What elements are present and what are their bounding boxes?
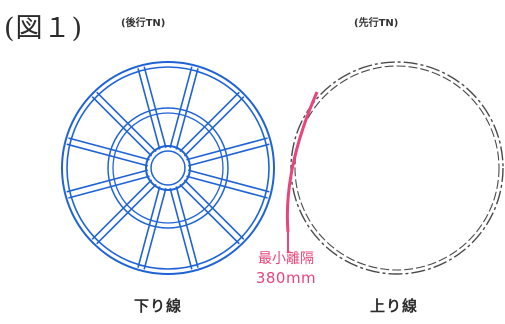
- trailing-tunnel-spoke: [66, 169, 149, 193]
- trailing-tunnel-spoke: [169, 66, 193, 149]
- leading-tunnel-label: (先行TN): [354, 18, 399, 29]
- down-line-label: 下り線: [134, 297, 183, 315]
- figure-label: (図１): [4, 13, 84, 44]
- trailing-tunnel-spoke: [137, 68, 161, 150]
- trailing-tunnel-spoke: [169, 187, 193, 270]
- leading-tunnel-segments: [290, 61, 504, 275]
- up-line-label: 上り線: [370, 297, 419, 315]
- trailing-tunnel-spoke: [66, 143, 149, 167]
- trailing-tunnel-spoke: [91, 96, 153, 157]
- min-distance-value: 380mm: [255, 269, 317, 287]
- trailing-tunnel-spokes: [66, 66, 270, 270]
- trailing-tunnel-label: (後行TN): [121, 18, 166, 29]
- trailing-tunnel-spoke: [179, 91, 240, 153]
- trailing-tunnel-spoke: [68, 175, 150, 199]
- trailing-tunnel-mid-ring-inner: [112, 112, 224, 224]
- trailing-tunnel-outer-ring-inner: [66, 66, 270, 270]
- trailing-tunnel-spoke: [183, 179, 245, 240]
- trailing-tunnel-spoke: [183, 96, 245, 157]
- trailing-tunnel-spoke: [96, 183, 157, 245]
- leading-tunnel-inner-ring: [294, 65, 500, 271]
- trailing-tunnel-spoke: [187, 169, 270, 193]
- leading-tunnel-outer-ring: [290, 61, 504, 275]
- trailing-tunnel-spoke: [143, 187, 167, 270]
- trailing-tunnel-spoke: [175, 186, 199, 268]
- trailing-tunnel-inner-ring-inner: [150, 150, 186, 186]
- trailing-tunnel-spoke: [186, 175, 268, 199]
- min-distance-annotation: 最小離隔 380mm: [238, 250, 334, 288]
- min-distance-highlight-arc: [285, 91, 319, 233]
- trailing-tunnel-spoke: [96, 91, 157, 153]
- trailing-tunnel-outer-ring: [61, 61, 275, 275]
- trailing-tunnel-mid-ring: [107, 107, 229, 229]
- trailing-tunnel-spoke: [186, 137, 268, 161]
- trailing-tunnel-spoke: [137, 186, 161, 268]
- trailing-tunnel-spoke: [91, 179, 153, 240]
- trailing-tunnel-spoke: [143, 66, 167, 149]
- trailing-tunnel-segments: [61, 61, 275, 275]
- trailing-tunnel-spoke: [187, 143, 270, 167]
- min-distance-label: 最小離隔: [258, 251, 314, 267]
- trailing-tunnel-spoke: [68, 137, 150, 161]
- trailing-tunnel-inner-ring: [145, 145, 191, 191]
- min-distance-marker: [285, 91, 319, 253]
- trailing-tunnel-spoke: [175, 68, 199, 150]
- trailing-tunnel-spoke: [179, 183, 240, 245]
